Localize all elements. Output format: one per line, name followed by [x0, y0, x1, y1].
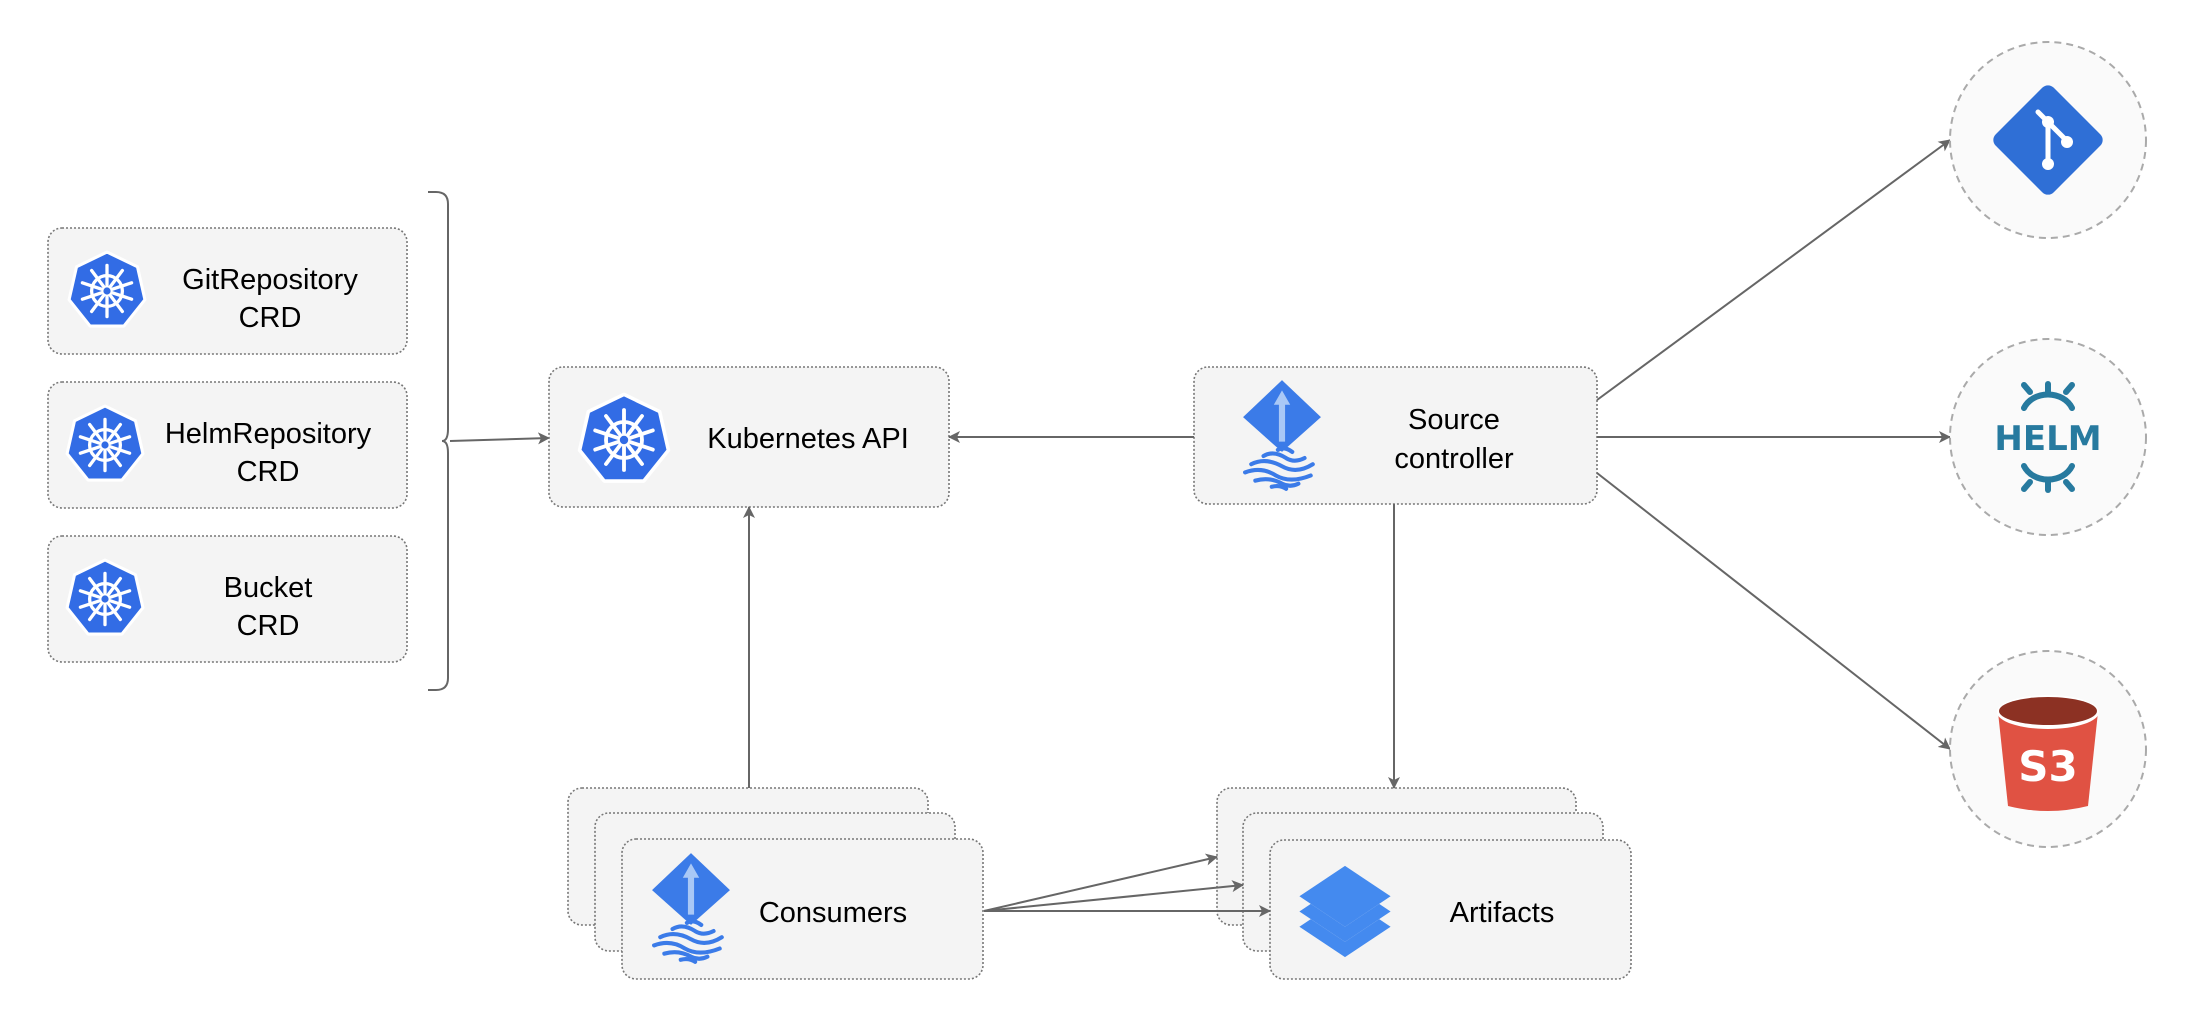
node-label-line1: HelmRepository: [165, 418, 372, 450]
artifacts-node: Artifacts: [1216, 787, 1632, 980]
source-controller-node: Source controller: [1193, 366, 1598, 505]
kubernetes-icon: [67, 250, 147, 328]
kubernetes-icon: [65, 558, 145, 636]
node-circle: [1949, 338, 2147, 536]
git-icon: [1993, 85, 2103, 195]
node-label-line1: Bucket: [224, 572, 313, 604]
grouping-brace: [428, 191, 449, 691]
node-label: Artifacts: [1450, 897, 1555, 929]
node-label-line1: GitRepository: [182, 264, 358, 296]
node-label-line2: CRD: [237, 456, 300, 488]
s3-bucket-icon: S3: [1997, 695, 2099, 811]
edge-crds-to-api: [449, 432, 550, 445]
node-box: [47, 535, 408, 663]
s3-source-node: S3: [1949, 650, 2147, 848]
node-label: Consumers: [759, 897, 907, 929]
edge-controller-to-git: [1596, 139, 1951, 401]
node-box: [47, 381, 408, 509]
kubernetes-api-node: Kubernetes API: [548, 366, 950, 508]
helm-repository-crd-node: HelmRepository CRD: [47, 381, 408, 509]
s3-logo-text: S3: [2018, 742, 2077, 791]
helm-logo-text: HELM: [1994, 419, 2101, 459]
node-label-line2: controller: [1394, 443, 1514, 475]
helm-source-node: HELM: [1949, 338, 2147, 536]
edge-consumers-to-artifacts: [983, 853, 1218, 912]
helm-icon: HELM: [1994, 381, 2102, 493]
kubernetes-icon: [65, 404, 145, 482]
node-label-line2: CRD: [239, 302, 302, 334]
node-label: Kubernetes API: [707, 423, 909, 455]
consumers-node: Consumers: [567, 787, 984, 980]
git-repository-crd-node: GitRepository CRD: [47, 227, 408, 355]
edge-consumers-to-artifacts: [983, 880, 1244, 912]
edge-controller-to-s3: [1596, 472, 1951, 750]
node-label-line1: Source: [1408, 404, 1500, 436]
node-box: [47, 227, 408, 355]
git-source-node: [1949, 41, 2147, 239]
kubernetes-icon: [577, 392, 671, 483]
bucket-crd-node: Bucket CRD: [47, 535, 408, 663]
node-label-line2: CRD: [237, 610, 300, 642]
node-box: [1193, 366, 1598, 505]
